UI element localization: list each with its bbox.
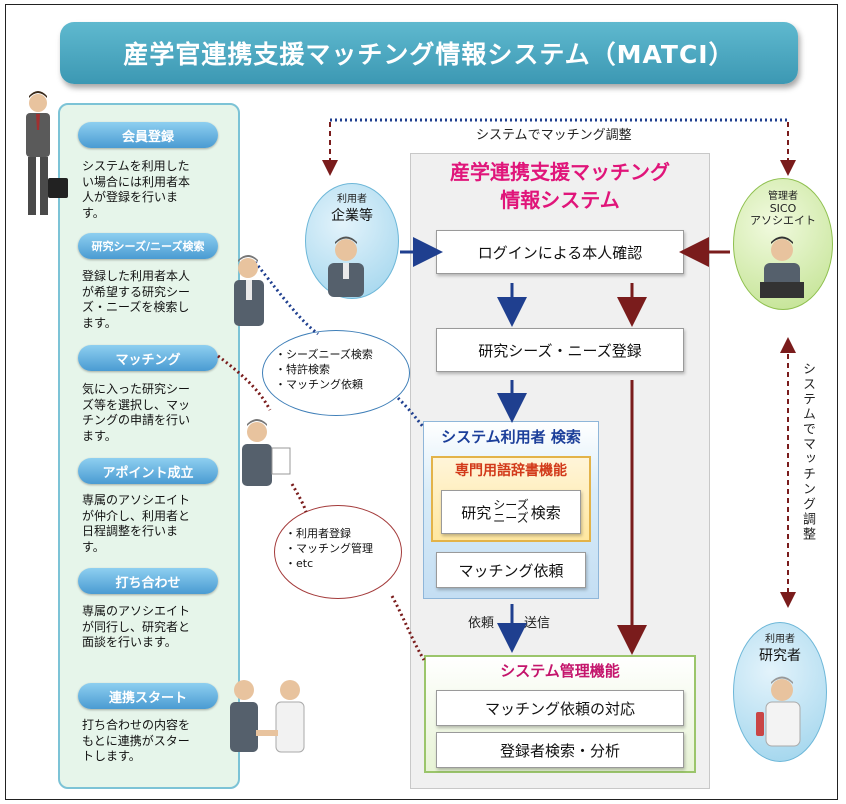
company-user-tag: 利用者: [337, 194, 367, 205]
admin-tag: 管理者: [768, 191, 798, 202]
connector-searcher-to-bubble: [253, 261, 319, 336]
step-pill-search: 研究シーズ/ニーズ検索: [78, 233, 218, 259]
connector-bubble-to-search: [396, 396, 426, 429]
researcher-tag: 利用者: [765, 634, 795, 645]
step-pill-meeting: 打ち合わせ: [78, 568, 218, 594]
connector-bubble-to-admin: [390, 595, 426, 661]
step-description-matching: 気に入った研究シーズ等を選択し、マッチングの申請を行います。: [82, 382, 191, 443]
register-box: 研究シーズ・ニーズ登録: [436, 328, 684, 372]
connector-presenter-to-bubble: [290, 483, 308, 513]
user-functions-bubble: ・シーズニーズ検索・特許検索・マッチング依頼: [262, 330, 410, 416]
step-description-meeting: 専属のアソシエイトが同行し、研究者と面談を行います。: [82, 604, 191, 649]
step-description-registration: システムを利用したい場合には利用者本人が登録を行います。: [82, 159, 191, 220]
flow-send-label: 送信: [524, 616, 551, 631]
step-pill-appointment: アポイント成立: [78, 458, 218, 484]
handshake-people-icon: [230, 680, 305, 753]
outer-frame: [5, 4, 838, 800]
researcher-name: 研究者: [759, 648, 801, 664]
step-pill-start: 連携スタート: [78, 683, 218, 709]
flow-request-label: 依頼: [468, 616, 495, 631]
step-pill-registration: 会員登録: [78, 122, 218, 148]
step-pill-matching: マッチング: [78, 345, 218, 371]
company-user-name: 企業等: [331, 208, 373, 224]
admin-item-matching: マッチング依頼の対応: [436, 690, 684, 726]
businessman-icon: [26, 91, 68, 215]
company-person-icon: [328, 236, 364, 297]
admin-person-icon: [760, 236, 804, 298]
step-description-start: 打ち合わせの内容をもとに連携がスタートします。: [82, 718, 191, 763]
presenter-icon: [242, 419, 291, 486]
admin-item-analysis: 登録者検索・分析: [436, 732, 684, 768]
login-box: ログインによる本人確認: [436, 230, 684, 274]
step-description-appointment: 専属のアソシエイトが仲介し、利用者と日程調整を行います。: [82, 493, 191, 554]
side-adjust-label: システムでマッチング調整: [800, 362, 815, 542]
system-title: 産学連携支援マッチング情報システム: [450, 160, 670, 212]
admin-panel-title: システム管理機能: [500, 662, 620, 680]
thinking-man-icon: [234, 255, 264, 326]
steps-panel: [58, 103, 240, 789]
connector-matching-to-presenter: [217, 354, 272, 411]
diagram-title: 産学官連携支援マッチング情報システム（MATCI）: [60, 22, 798, 84]
seeds-needs-search-box: 研究 シーズニーズ 検索: [441, 490, 581, 534]
top-adjust-label: システムでマッチング調整: [476, 128, 632, 143]
researcher-icon: [756, 676, 801, 747]
dictionary-title: 専門用語辞書機能: [455, 463, 567, 479]
admin-functions-bubble: ・利用者登録・マッチング管理・etc: [274, 505, 402, 599]
matching-request-box: マッチング依頼: [436, 552, 586, 588]
search-panel-title: システム利用者 検索: [441, 428, 581, 446]
step-description-search: 登録した利用者本人が希望する研究シーズ・ニーズを検索します。: [82, 269, 191, 330]
